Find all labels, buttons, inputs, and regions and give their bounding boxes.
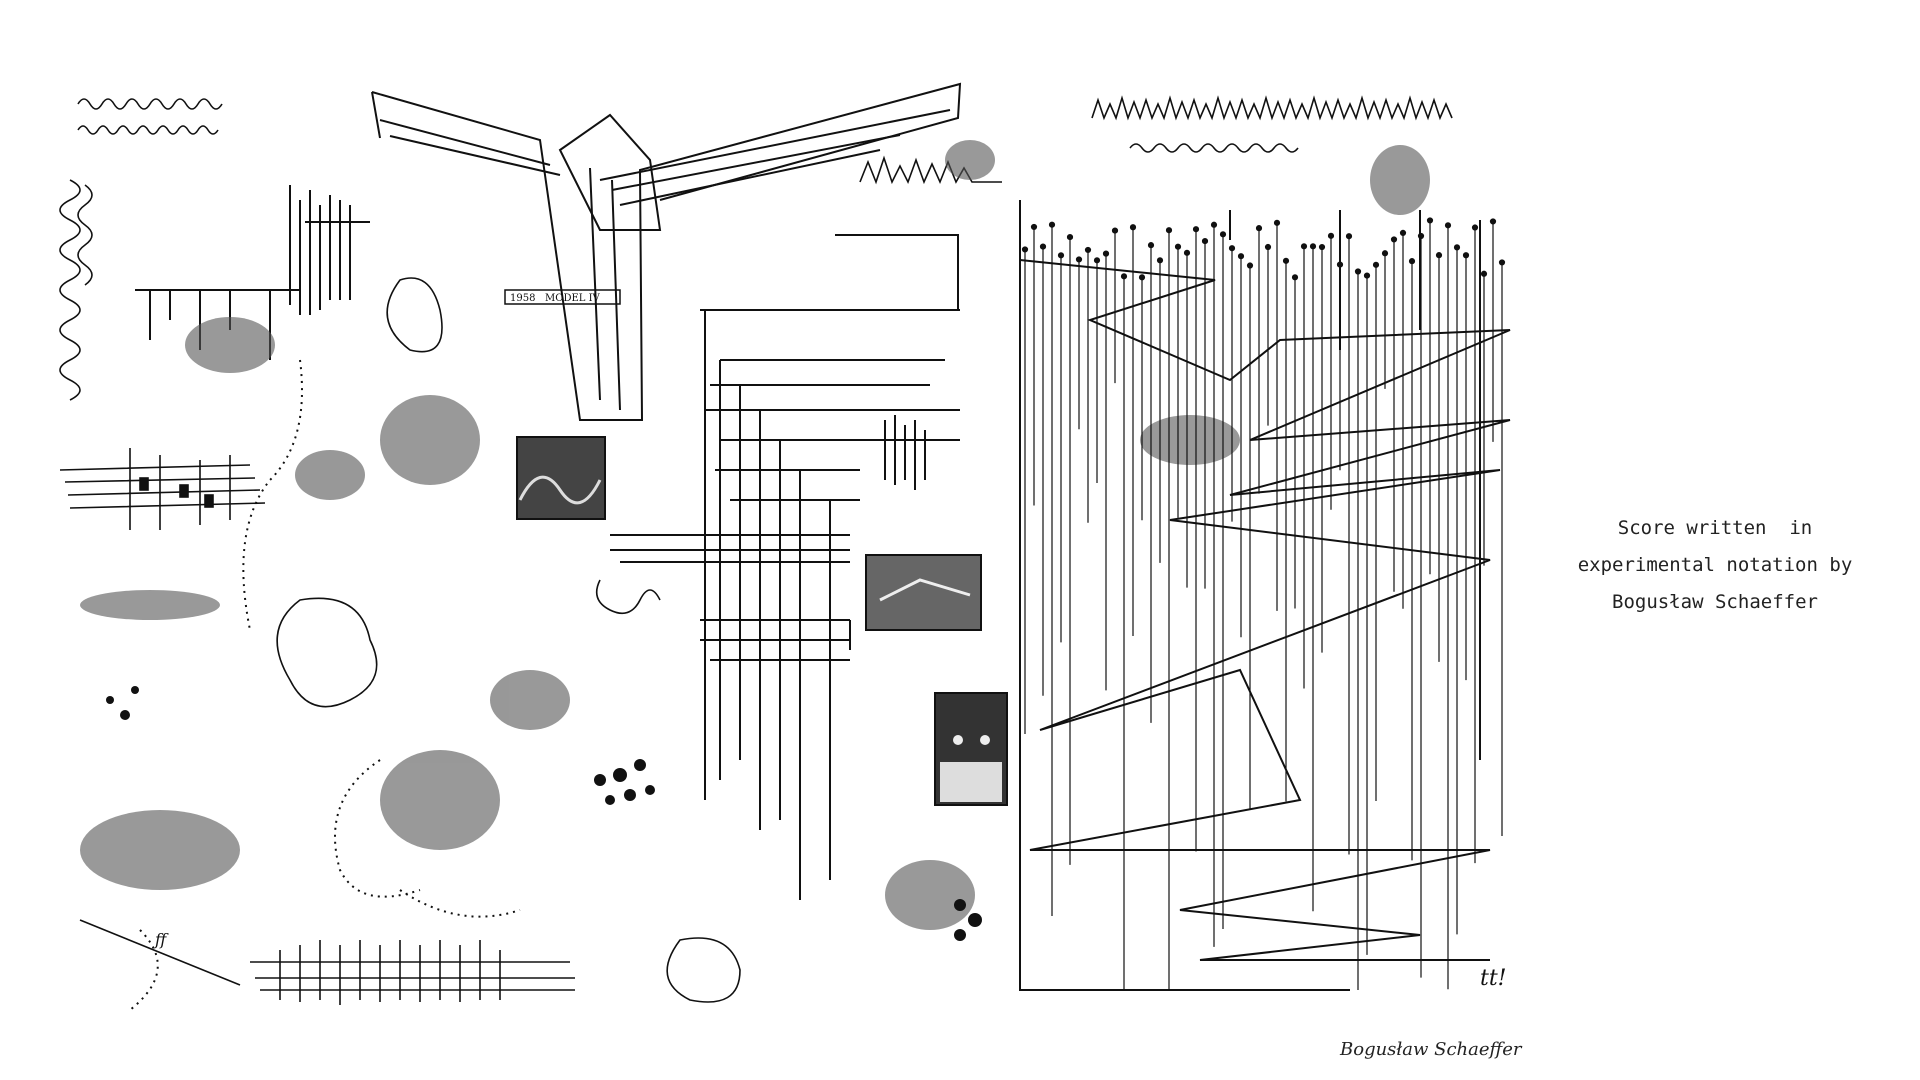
stem-head — [1345, 233, 1353, 240]
caption-line-1: Score written in — [1617, 517, 1813, 539]
stem-head — [1093, 257, 1101, 264]
dot-clusters — [106, 686, 982, 941]
stem-head — [1138, 274, 1146, 281]
stem-head — [1237, 253, 1245, 260]
ink-smudges — [80, 140, 1430, 930]
stem-lines — [1021, 217, 1506, 990]
stem-head — [1264, 243, 1272, 251]
staff-lines-bottom — [79, 919, 575, 1005]
stem-head — [1030, 223, 1038, 231]
stem-head — [1156, 257, 1164, 264]
stem-head — [1246, 262, 1254, 269]
signature: Bogusław Schaeffer — [1339, 1039, 1523, 1060]
stem-head — [1282, 257, 1290, 264]
model-iv-label: 1958 MODEL IV — [504, 289, 621, 305]
stem-head — [1309, 243, 1317, 250]
stem-cluster-left — [135, 185, 370, 360]
stem-head — [1066, 233, 1074, 241]
stem-head — [1435, 252, 1443, 259]
stem-head — [1444, 222, 1452, 229]
svg-text:MODEL IV: MODEL IV — [545, 293, 601, 304]
stem-head — [1471, 224, 1479, 231]
stem-head — [1039, 243, 1047, 250]
stem-head — [1336, 261, 1344, 268]
stem-head — [1021, 246, 1029, 253]
stem-head — [1120, 273, 1128, 280]
stem-head — [1417, 232, 1425, 240]
stem-head — [1147, 242, 1155, 249]
stem-head — [1381, 250, 1389, 257]
stem-head — [1300, 243, 1308, 250]
stem-head — [1363, 272, 1371, 279]
stem-head — [1129, 224, 1137, 231]
stem-head — [1273, 219, 1281, 226]
stem-head — [1489, 218, 1497, 225]
stem-head — [1318, 243, 1326, 251]
stem-head — [1111, 227, 1119, 234]
stem-head — [1426, 217, 1434, 224]
stem-head — [1372, 261, 1380, 268]
stem-head — [1255, 225, 1263, 232]
svg-text:1958: 1958 — [510, 293, 535, 304]
stem-head — [1219, 231, 1227, 238]
caption-line-2: experimental notation by — [1577, 554, 1853, 576]
vertical-scribble-left — [59, 179, 93, 401]
collage-image-2 — [865, 554, 982, 631]
blob-scribbles — [276, 277, 741, 1003]
stem-head — [1174, 243, 1182, 250]
model-iv-drawing — [371, 82, 962, 421]
dotted-curves — [129, 359, 521, 1011]
stem-head — [1462, 252, 1470, 259]
staff-lines-left — [59, 448, 266, 530]
header-scribble-left — [77, 98, 223, 135]
stem-head — [1084, 246, 1092, 254]
stem-head — [1399, 229, 1407, 237]
stem-head — [1327, 232, 1335, 239]
stem-head — [1102, 250, 1110, 257]
stem-head — [1390, 236, 1398, 243]
stem-head — [1075, 256, 1083, 263]
stem-head — [1183, 249, 1191, 256]
collage-image-1 — [516, 436, 606, 520]
stem-head — [1201, 238, 1209, 245]
stem-head — [1408, 258, 1416, 265]
stem-head — [1291, 274, 1299, 281]
stem-head — [1480, 270, 1488, 277]
stem-head — [1048, 221, 1056, 228]
stem-head — [1228, 245, 1236, 252]
stem-head — [1057, 252, 1065, 259]
stem-head — [1165, 227, 1173, 234]
dynamic-mark-ff: ff — [154, 930, 169, 949]
collage-image-3 — [934, 692, 1008, 806]
zigzag-stem-field — [1019, 200, 1511, 991]
caption-line-3: Bogusław Schaeffer — [1612, 591, 1818, 613]
bracket-network-center — [610, 234, 960, 900]
stem-head — [1453, 244, 1461, 251]
stem-head — [1498, 259, 1506, 266]
dynamic-mark-tt: tt! — [1480, 966, 1507, 991]
stem-head — [1354, 268, 1362, 275]
stem-head — [1192, 226, 1200, 233]
stem-head — [1210, 221, 1218, 228]
caption: Score written in experimental notation b… — [1535, 510, 1895, 621]
